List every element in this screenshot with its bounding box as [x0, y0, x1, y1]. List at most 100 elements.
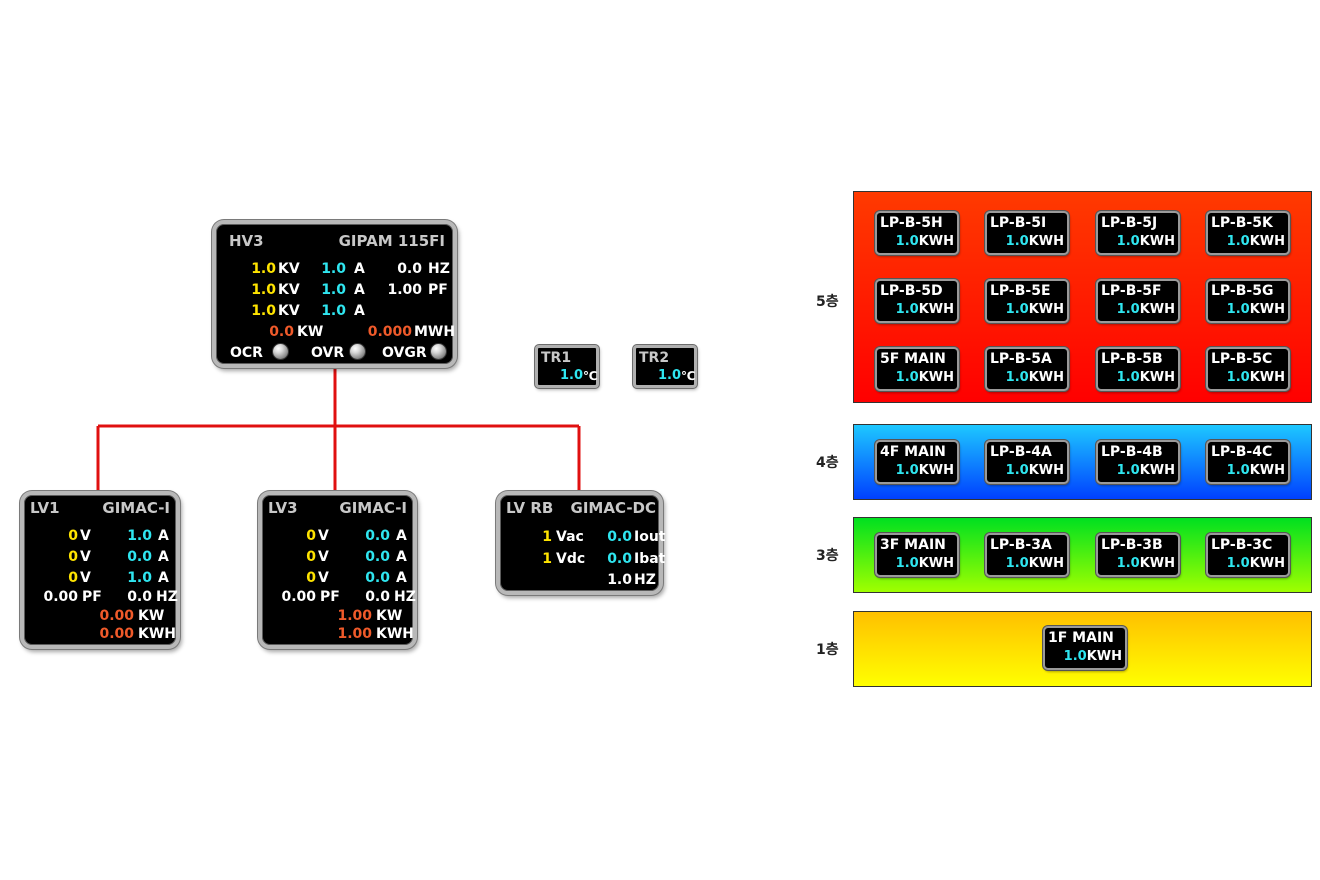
lv1-v-value: 0 [68, 549, 78, 565]
lv3-v-value: 0 [306, 570, 316, 586]
tr2-temp-unit: ℃ [681, 369, 696, 383]
hv3-a-unit: A [354, 282, 365, 298]
lp-name: LP-B-5B [1101, 351, 1163, 367]
hv3-hz-value: 0.0 [397, 261, 422, 277]
hv3-kv-value: 1.0 [251, 261, 276, 277]
lp-kwh-value: 1.0 [1226, 556, 1250, 571]
lv1-v-value: 0 [68, 528, 78, 544]
lvrb-vac-unit: Vac [556, 529, 584, 545]
lv3-a-unit: A [396, 549, 407, 565]
hv3-kv-value: 1.0 [251, 282, 276, 298]
lp-name: LP-B-3A [990, 537, 1052, 553]
ovgr-indicator-icon[interactable] [430, 343, 447, 360]
tr2-temp-panel[interactable]: TR2 1.0 ℃ [633, 345, 697, 388]
lvrb-hz-unit: HZ [634, 572, 656, 588]
lp-kwh-value: 1.0 [1005, 234, 1029, 249]
lv3-meter-panel[interactable]: LV3 GIMAC-I 0 V 0.0 A 0 V 0.0 A 0 V 0.0 … [258, 491, 417, 649]
lv3-kwh-unit: KWH [376, 626, 415, 642]
lp-kwh-unit: KWH [1249, 556, 1285, 571]
lp-kwh-unit: KWH [918, 302, 954, 317]
lv3-a-value: 0.0 [365, 570, 390, 586]
lv3-hz-value: 0.0 [365, 589, 390, 605]
lp-kwh-unit: KWH [1139, 234, 1175, 249]
lv3-v-value: 0 [306, 549, 316, 565]
lp-kwh-value: 1.0 [1116, 370, 1140, 385]
lp-kwh-value: 1.0 [895, 302, 919, 317]
lp-kwh-unit: KWH [1028, 370, 1064, 385]
lvrb-vac-value: 1 [542, 529, 552, 545]
ocr-label: OCR [230, 345, 263, 361]
lv1-pf-value: 0.00 [43, 589, 78, 605]
lp-name: LP-B-4A [990, 444, 1052, 460]
tr1-temp-panel[interactable]: TR1 1.0 ℃ [535, 345, 599, 388]
lv1-hz-unit: HZ [156, 589, 178, 605]
lp-kwh-unit: KWH [1028, 556, 1064, 571]
ocr-indicator-icon[interactable] [272, 343, 289, 360]
lv3-a-value: 0.0 [365, 549, 390, 565]
hv3-a-value: 1.0 [321, 303, 346, 319]
lv1-a-unit: A [158, 570, 169, 586]
lv1-name: LV1 [30, 499, 60, 517]
lp-name: LP-B-5C [1211, 351, 1273, 367]
hv3-name: HV3 [229, 232, 264, 250]
lp-kwh-value: 1.0 [1116, 556, 1140, 571]
lp-name: LP-B-5I [990, 215, 1047, 231]
lv1-kw-unit: KW [138, 608, 165, 624]
ovgr-label: OVGR [382, 345, 427, 361]
lv3-v-unit: V [318, 549, 329, 565]
hv3-meter-panel[interactable]: HV3 GIPAM 115FI 1.0 KV 1.0 A 0.0 HZ 1.0 … [212, 220, 457, 368]
hv3-kv-value: 1.0 [251, 303, 276, 319]
ovr-indicator-icon[interactable] [349, 343, 366, 360]
lv3-hz-unit: HZ [394, 589, 416, 605]
lv3-kw-value: 1.00 [337, 608, 372, 624]
lvrb-model: GIMAC-DC [570, 499, 656, 517]
floor-label-3: 3층 [816, 548, 839, 564]
lp-kwh-unit: KWH [1249, 302, 1285, 317]
lp-name: LP-B-3B [1101, 537, 1163, 553]
lp-kwh-unit: KWH [918, 370, 954, 385]
lvrb-vdc-value: 1 [542, 551, 552, 567]
lv3-name: LV3 [268, 499, 298, 517]
lv1-kwh-value: 0.00 [99, 626, 134, 642]
lp-kwh-value: 1.0 [1005, 370, 1029, 385]
hv3-pf-unit: PF [428, 282, 448, 298]
lvrb-hz-value: 1.0 [607, 572, 632, 588]
hv3-pf-value: 1.00 [387, 282, 422, 298]
lp-kwh-unit: KWH [1028, 234, 1064, 249]
lvrb-ibat-value: 0.0 [607, 551, 632, 567]
lp-kwh-value: 1.0 [1005, 302, 1029, 317]
lp-name: 5F MAIN [880, 351, 946, 367]
lvrb-meter-panel[interactable]: LV RB GIMAC-DC 1 Vac 0.0 Iout 1 Vdc 0.0 … [496, 491, 666, 595]
lp-name: LP-B-5E [990, 283, 1051, 299]
lvrb-name: LV RB [506, 499, 554, 517]
lp-kwh-value: 1.0 [1226, 302, 1250, 317]
hv3-kw-unit: KW [297, 324, 324, 340]
hv3-kv-unit: KV [278, 282, 300, 298]
lv1-meter-panel[interactable]: LV1 GIMAC-I 0 V 1.0 A 0 V 0.0 A 0 V 1.0 … [20, 491, 180, 649]
lp-panel[interactable]: LP-B-5I 1.0KWH [985, 211, 1069, 255]
